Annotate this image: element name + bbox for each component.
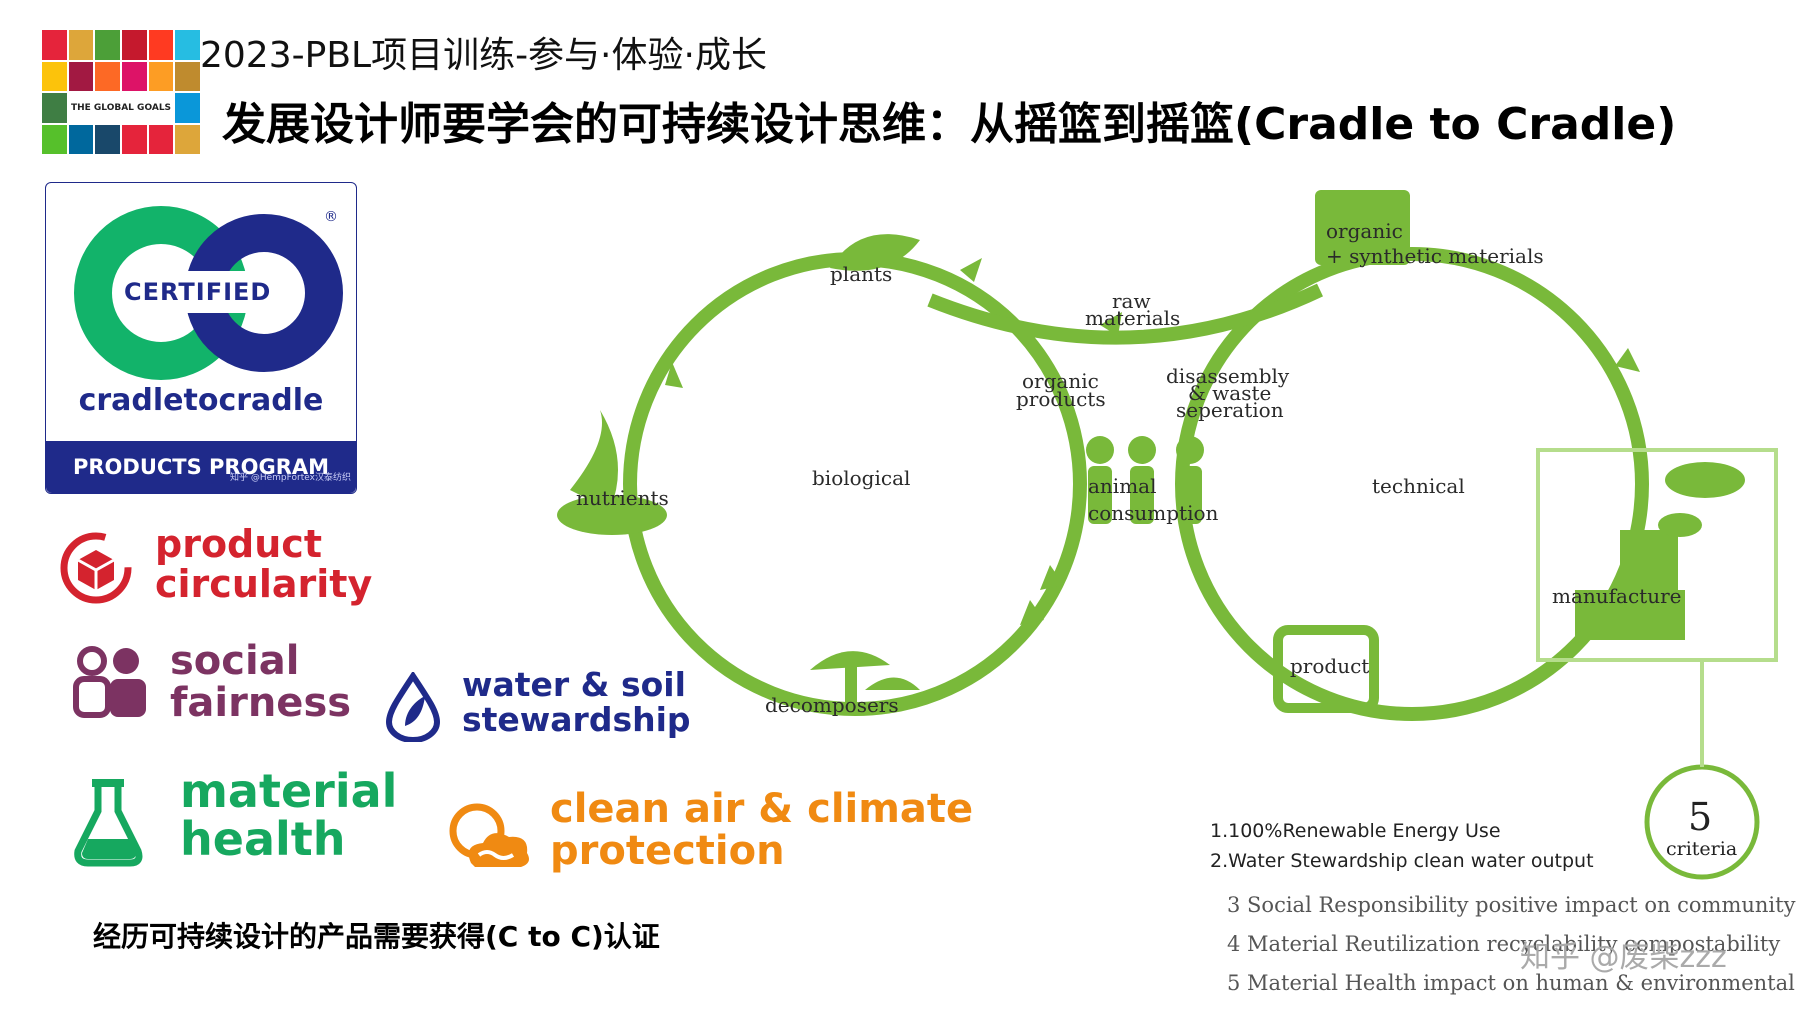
label-manufacture: manufacture (1552, 584, 1682, 608)
criteria-item: 2.Water Stewardship clean water output (1210, 850, 1594, 872)
arrow-icon (960, 258, 982, 282)
person-icon (1176, 436, 1204, 464)
criteria-item: 1.100%Renewable Energy Use (1210, 820, 1501, 842)
criteria-item: 3 Social Responsibility positive impact … (1227, 893, 1795, 917)
label-synthetic-materials: + synthetic materials (1326, 244, 1544, 268)
label-plants: plants (830, 262, 892, 286)
criteria-count: 5 (1688, 795, 1712, 839)
person-icon (1128, 436, 1156, 464)
criteria-label: criteria (1666, 838, 1737, 860)
label-product: product (1290, 654, 1369, 678)
label-biological: biological (812, 466, 910, 490)
label-animal: animal (1088, 474, 1157, 498)
label-nutrients: nutrients (576, 486, 669, 510)
cloud-icon (1658, 513, 1702, 537)
watermark: 知乎 @废柴zzz (1520, 932, 1727, 976)
label-materials: materials (1085, 306, 1180, 330)
label-decomposers: decomposers (765, 693, 899, 717)
label-consumption: consumption (1088, 501, 1219, 525)
label-organic-materials: organic (1326, 219, 1403, 243)
person-icon (1086, 436, 1114, 464)
label-products: products (1016, 387, 1106, 411)
cloud-icon (1665, 462, 1745, 498)
diagram-icons (557, 190, 1745, 705)
label-separation: seperation (1176, 398, 1284, 422)
mushroom-icon (865, 678, 920, 691)
label-technical: technical (1372, 474, 1465, 498)
